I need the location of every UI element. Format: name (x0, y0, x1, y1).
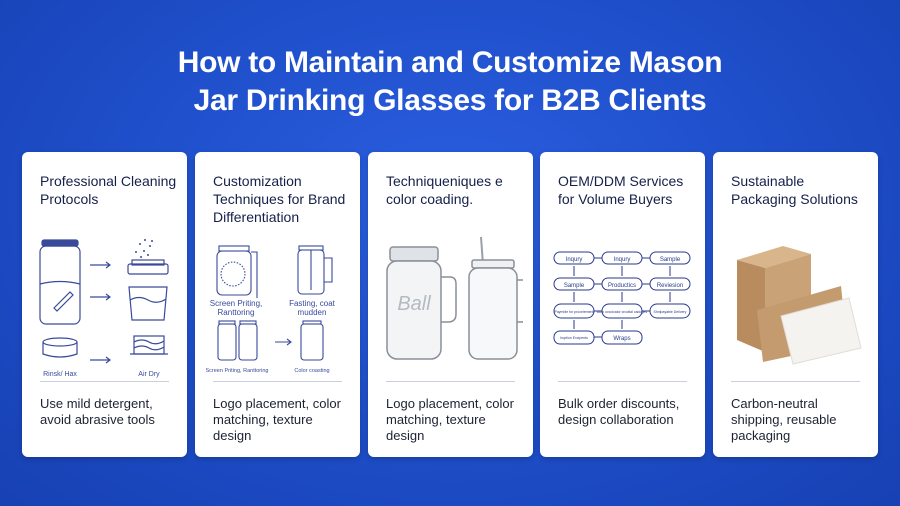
technique-label: Fasting, coat mudden (277, 299, 347, 317)
flow-step: Sample (564, 283, 585, 289)
cardboard-box-photo (737, 246, 862, 365)
card-heading: Customization Techniques for Brand Diffe… (213, 173, 346, 225)
card-heading: Professional Cleaning Protocols (40, 173, 177, 207)
card-heading: Techniqueniques e color coading. (386, 173, 503, 207)
ball-logo: Ball (397, 293, 431, 315)
card-heading: OEM/DDM Services for Volume Buyers (558, 173, 684, 207)
card-description: Carbon-neutral shipping, reusable packag… (731, 396, 837, 443)
card-description: Use mild detergent, avoid abrasive tools (40, 396, 155, 427)
flow-step: Sample (660, 257, 681, 263)
flow-step: Inqury (566, 257, 583, 263)
card-heading: Sustainable Packaging Solutions (731, 173, 858, 207)
divider (40, 381, 169, 382)
card-customization: Customization Techniques for Brand Diffe… (195, 152, 360, 457)
flow-step: Auto ovccicalor crootlal cadoges (597, 310, 647, 314)
flow-step: Shnipayable Delivery (654, 310, 687, 314)
divider (731, 381, 860, 382)
technique-label: Color coasting (294, 368, 329, 374)
card-description: Logo placement, color matching, texture … (213, 396, 341, 443)
card-oem: OEM/DDM Services for Volume Buyers Inqur… (540, 152, 705, 457)
mason-jar-photo: Ball (386, 236, 523, 360)
divider (213, 381, 342, 382)
customization-illustration: Screen Priting, Ranttoring Color coastin… (206, 245, 333, 374)
title-line-2: Jar Drinking Glasses for B2B Clients (193, 84, 707, 117)
technique-label: Screen Priting, Ranttoring (201, 299, 271, 317)
divider (386, 381, 515, 382)
flow-step: Reviesion (657, 283, 683, 289)
divider (558, 381, 687, 382)
title-line-1: How to Maintain and Customize Mason (177, 46, 723, 79)
flow-step: Inqury (614, 257, 631, 263)
flow-step: Wraps (613, 336, 630, 342)
flow-step: Inqrtion Excipents (560, 336, 588, 340)
cleaning-illustration: Rinsk/ Hax Air Dry (39, 239, 169, 378)
page-title: How to Maintain and Customize Mason Jar … (0, 44, 900, 120)
card-techniques: Techniqueniques e color coading. Ball Lo… (368, 152, 533, 457)
card-packaging: Sustainable Packaging Solutions Carbon-n… (713, 152, 878, 457)
oem-flowchart: Inqury Inqury Sample Sample Productics R… (553, 251, 691, 345)
card-cleaning: Professional Cleaning Protocols Rinsk/ H… (22, 152, 187, 457)
flow-step: Paymble for procelement (555, 310, 594, 314)
card-description: Bulk order discounts, design collaborati… (558, 396, 680, 427)
technique-label: Screen Priting, Ranttoring (206, 368, 269, 374)
card-description: Logo placement, color matching, texture … (386, 396, 514, 443)
air-dry-label: Air Dry (138, 371, 160, 378)
rinse-label: Rinsk/ Hax (43, 371, 77, 378)
flow-step: Productics (608, 283, 636, 289)
